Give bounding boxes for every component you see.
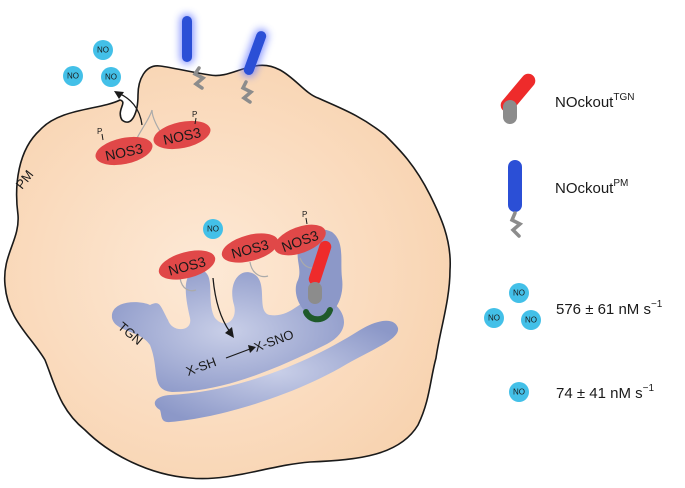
nos3-pm-pair: NOS3 NOS3 P P [95, 109, 211, 166]
rate-low-label: 74 ± 41 nM s−1 [556, 383, 654, 402]
no-molecule [63, 66, 83, 86]
tgn-sensor-in-cell [303, 240, 333, 323]
no-label: NO [67, 72, 79, 81]
nos3-label: NOS3 [104, 140, 145, 164]
cell-membrane [3, 64, 451, 480]
nos3-enzyme [274, 224, 326, 256]
legend-tgn-sensor: NOckoutTGN [500, 73, 634, 124]
nos3-enzyme [95, 136, 153, 166]
no-molecule [484, 308, 504, 328]
nos3-label: NOS3 [162, 124, 203, 148]
no-molecule [509, 283, 529, 303]
no-label: NO [513, 289, 525, 298]
no-label: NO [97, 46, 109, 55]
no-cluster-outside: NO NO NO [63, 40, 121, 87]
legend-pm-sensor: NOckoutPM [508, 160, 628, 238]
nos3-enzyme [153, 120, 211, 150]
legend-rate-high: NO NO NO 576 ± 61 nM s−1 [484, 283, 663, 330]
phospho-label: P [97, 127, 102, 136]
nos3-enzyme [221, 233, 279, 263]
pm-sensor-2 [240, 29, 269, 104]
pm-sensor-1 [180, 14, 207, 90]
tgn-cisterna [154, 320, 399, 423]
no-label: NO [525, 316, 537, 325]
no-label: NO [207, 225, 219, 234]
no-molecule [101, 67, 121, 87]
no-label: NO [488, 314, 500, 323]
no-molecule [521, 310, 541, 330]
no-molecule [509, 382, 529, 402]
nitrosation-arrowhead [225, 327, 234, 338]
legend-pm-label: NOckoutPM [555, 178, 628, 197]
no-molecule-inside [203, 219, 223, 239]
phospho-label: P [302, 210, 307, 219]
no-label: NO [105, 73, 117, 82]
no-molecule [93, 40, 113, 60]
legend-tgn-label: NOckoutTGN [555, 92, 634, 111]
phospho-label: P [192, 110, 197, 119]
legend: NOckoutTGN NOckoutPM NO NO NO 576 ± 61 n… [484, 73, 663, 402]
release-arrowhead [114, 91, 124, 99]
rate-high-label: 576 ± 61 nM s−1 [556, 299, 663, 318]
nitrosation-arrow [212, 277, 231, 333]
legend-rate-low: NO 74 ± 41 nM s−1 [509, 382, 654, 402]
no-label: NO [513, 388, 525, 397]
nos3-enzyme [158, 250, 216, 280]
